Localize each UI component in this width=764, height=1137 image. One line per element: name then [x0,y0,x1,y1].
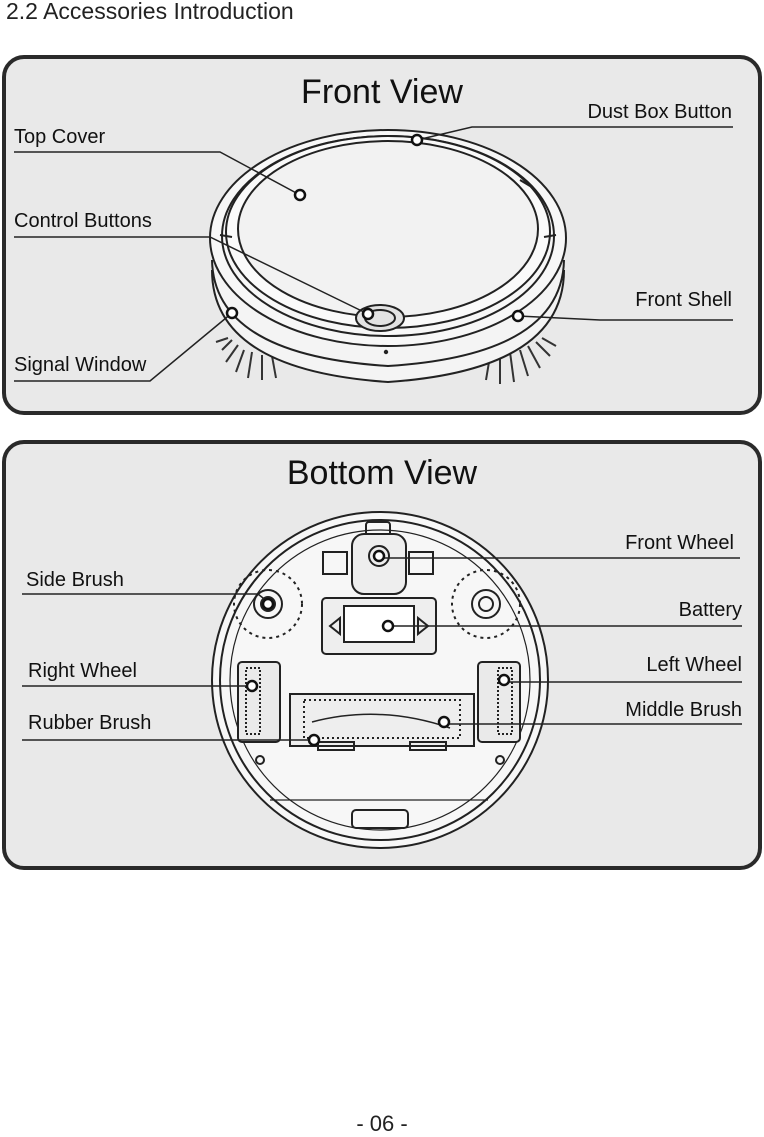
front-view-callouts [14,126,733,382]
dust-box-button-leader [416,126,733,141]
front-view-title: Front View [301,73,463,111]
front-wheel-point [372,549,386,563]
label-dust-box-button: Dust Box Button [587,101,732,123]
side-brush-right [451,569,521,639]
control-buttons-point [361,307,375,321]
bottom-view-title: Bottom View [286,454,478,492]
bottom-view-points [245,549,511,747]
front-view-points [225,133,525,323]
label-left-wheel: Left Wheel [646,654,742,676]
right-wheel-point [245,679,259,693]
top-cover-point [293,188,307,202]
front-shell-leader [517,315,733,321]
signal-window-leader [14,312,233,382]
front-view-diagram [14,126,733,384]
top-cover-leader [14,151,301,196]
section-heading: 2.2 Accessories Introduction [6,0,294,24]
dust-box-button-point [410,133,424,147]
robot-vacuum-bottom-illustration [211,511,549,849]
battery-point [381,619,395,633]
page-number: - 06 - [356,1111,408,1136]
label-side-brush: Side Brush [26,569,124,591]
side-brush-left [233,569,303,639]
label-rubber-brush: Rubber Brush [28,712,152,734]
label-front-wheel: Front Wheel [625,532,734,554]
middle-brush-point [437,715,451,729]
bottom-view-diagram [22,511,742,849]
rubber-brush-point [307,733,321,747]
label-top-cover: Top Cover [14,126,106,148]
control-buttons-leader [14,236,369,315]
label-middle-brush: Middle Brush [625,699,742,721]
signal-window-point [225,306,239,320]
label-battery: Battery [678,599,742,621]
label-control-buttons: Control Buttons [14,210,152,232]
side-brush-point [261,597,275,611]
label-front-shell: Front Shell [635,289,732,311]
front-shell-point [511,309,525,323]
label-signal-window: Signal Window [14,354,147,376]
label-right-wheel: Right Wheel [28,660,137,682]
left-wheel-point [497,673,511,687]
bottom-view-callouts [22,557,742,741]
